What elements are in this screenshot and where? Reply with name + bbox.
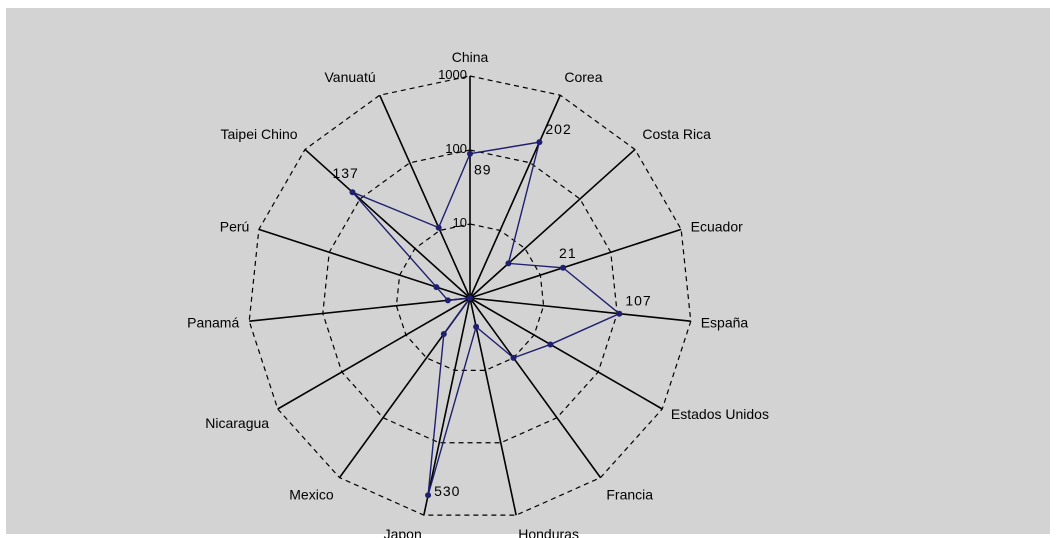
tick-label: 1000	[438, 67, 467, 82]
data-point	[349, 189, 356, 196]
spoke	[469, 94, 562, 299]
category-label: Perú	[220, 218, 250, 234]
spoke	[469, 297, 663, 410]
category-label: Panamá	[187, 314, 239, 330]
data-point	[444, 297, 451, 304]
data-point	[616, 310, 623, 317]
chart-area	[6, 8, 1050, 534]
data-label: 107	[625, 293, 651, 309]
spoke	[469, 297, 602, 479]
spoke	[469, 228, 682, 299]
category-label: Francia	[606, 487, 653, 503]
data-point	[536, 139, 543, 146]
spoke	[469, 297, 517, 516]
category-label: Honduras	[518, 526, 579, 538]
category-label: Corea	[564, 69, 602, 85]
data-point	[473, 323, 480, 330]
grid-ring	[395, 223, 545, 371]
category-label: Japon	[384, 526, 422, 538]
category-label: Nicaragua	[205, 415, 269, 431]
data-point	[560, 264, 567, 271]
category-label: Ecuador	[691, 218, 743, 234]
spoke	[378, 94, 471, 299]
data-point	[467, 150, 473, 157]
spoke	[277, 297, 471, 410]
category-label: España	[701, 314, 749, 330]
spoke	[469, 148, 636, 299]
spoke	[469, 297, 691, 323]
data-point	[435, 224, 442, 231]
category-label: China	[452, 49, 489, 65]
grid-ring	[248, 75, 692, 516]
data-label: 202	[545, 121, 571, 137]
data-point	[505, 260, 512, 267]
data-point	[440, 331, 447, 338]
spoke	[304, 148, 471, 299]
category-label: Taipei Chino	[221, 126, 298, 142]
grid-ring	[322, 149, 618, 444]
data-label: 137	[332, 165, 358, 181]
category-label: Vanuatú	[325, 69, 376, 85]
data-point	[547, 341, 554, 348]
category-label: Estados Unidos	[671, 406, 769, 422]
data-label: 530	[434, 483, 460, 499]
series-polygon	[351, 141, 621, 496]
data-point	[510, 354, 517, 361]
data-labels: 89 202 21 107 530 137	[332, 121, 651, 499]
tick-labels: 10 100 1000	[438, 67, 467, 230]
tick-label: 100	[445, 141, 467, 156]
spoke	[249, 297, 471, 323]
grid-rings	[248, 75, 692, 516]
data-label: 21	[559, 245, 577, 261]
data-label: 89	[474, 162, 492, 178]
category-label: Costa Rica	[642, 126, 711, 142]
tick-label: 10	[453, 215, 467, 230]
spoke	[423, 297, 471, 516]
data-point	[433, 284, 440, 291]
data-point	[425, 492, 432, 499]
series-points	[349, 139, 623, 499]
series-line	[351, 141, 621, 496]
data-point	[467, 295, 473, 301]
category-label: Mexico	[289, 487, 334, 503]
